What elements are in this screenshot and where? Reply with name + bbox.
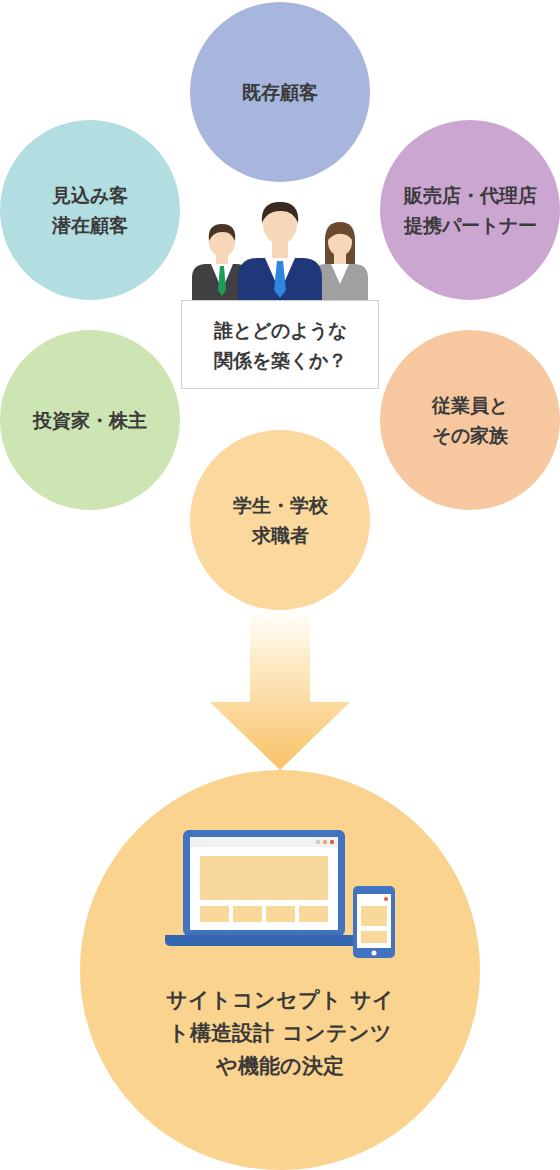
suit-body xyxy=(238,258,322,300)
stakeholder-circle: 投資家・株主 xyxy=(0,330,180,510)
node-label: 投資家・株主 xyxy=(32,405,149,435)
page-block xyxy=(361,931,387,943)
circle-fill xyxy=(190,2,370,182)
neck xyxy=(216,252,228,266)
text-group: 従業員と その家族 xyxy=(431,390,510,450)
laptop-screen-frame xyxy=(183,830,345,936)
circle-fill xyxy=(380,330,560,510)
page-block xyxy=(200,856,328,900)
hair xyxy=(262,202,298,223)
shirt xyxy=(331,264,349,284)
phone-button xyxy=(372,951,377,956)
circle-shape xyxy=(80,770,480,1170)
page-block xyxy=(200,906,229,922)
shirt xyxy=(211,264,233,290)
page-block xyxy=(361,906,387,926)
question-box: 誰とどのような 関係を築くか？ xyxy=(181,300,379,389)
text-group: サイトコンセプト サイト構造設計 コンテンツや機能の決定 xyxy=(160,984,401,1083)
head xyxy=(209,227,235,257)
stakeholder-circle: サイトコンセプト サイト構造設計 コンテンツや機能の決定 xyxy=(80,770,480,1170)
circle-fill xyxy=(190,430,370,610)
shirt xyxy=(265,258,295,292)
tie xyxy=(218,266,226,296)
head xyxy=(263,204,297,244)
text-group: 販売店・代理店 提携パートナー xyxy=(402,180,538,240)
circle-shape xyxy=(380,120,560,300)
text-group: 見込み客 潜在顧客 xyxy=(51,180,130,240)
text-group: 既存顧客 xyxy=(241,77,320,107)
browser-dot xyxy=(330,840,334,844)
phone-body xyxy=(353,886,395,958)
circle-fill xyxy=(380,120,560,300)
flow-arrow xyxy=(210,610,350,770)
stakeholder-circle: 既存顧客 xyxy=(190,2,370,182)
stakeholder-circle: 販売店・代理店 提携パートナー xyxy=(380,120,560,300)
circle-fill xyxy=(0,330,180,510)
person-figure xyxy=(238,202,322,300)
text-group: 誰とどのような 関係を築くか？ xyxy=(212,315,348,375)
tie xyxy=(274,261,286,298)
browser-dot xyxy=(316,840,320,844)
devices-illustration xyxy=(165,830,395,958)
head xyxy=(328,228,352,256)
node-label: 学生・学校 求職者 xyxy=(231,490,329,550)
stakeholder-circle: 従業員と その家族 xyxy=(380,330,560,510)
circle-fill xyxy=(80,770,480,1170)
stakeholder-circle: 見込み客 潜在顧客 xyxy=(0,120,180,300)
node-label: サイトコンセプト サイト構造設計 コンテンツや機能の決定 xyxy=(160,984,401,1083)
suit-body xyxy=(312,264,368,300)
circle-shape xyxy=(0,120,180,300)
person-figure xyxy=(312,222,368,300)
suit-body xyxy=(192,264,250,300)
node-label: 既存顧客 xyxy=(241,77,320,107)
people-illustration xyxy=(192,202,368,300)
page-block xyxy=(299,906,328,922)
person-figure xyxy=(192,224,250,300)
browser-dot xyxy=(323,840,327,844)
hair-back xyxy=(325,222,355,264)
circle-shape xyxy=(190,430,370,610)
node-label: 見込み客 潜在顧客 xyxy=(51,180,130,240)
stakeholder-circle: 学生・学校 求職者 xyxy=(190,430,370,610)
node-label: 販売店・代理店 提携パートナー xyxy=(402,180,538,240)
hair xyxy=(327,226,353,241)
browser-bar xyxy=(190,837,338,847)
circle-fill xyxy=(0,120,180,300)
text-group: 投資家・株主 xyxy=(32,405,149,435)
neck xyxy=(272,242,288,260)
circle-shape xyxy=(380,330,560,510)
text-group: 学生・学校 求職者 xyxy=(231,490,329,550)
page-block xyxy=(266,906,295,922)
neck xyxy=(334,252,346,266)
laptop-screen xyxy=(190,837,338,930)
node-label: 従業員と その家族 xyxy=(431,390,510,450)
laptop-base xyxy=(165,935,360,946)
node-label: 誰とどのような 関係を築くか？ xyxy=(212,315,348,375)
page-block xyxy=(233,906,262,922)
hair xyxy=(209,224,235,241)
phone-screen xyxy=(357,894,391,948)
phone-dot xyxy=(384,897,388,901)
